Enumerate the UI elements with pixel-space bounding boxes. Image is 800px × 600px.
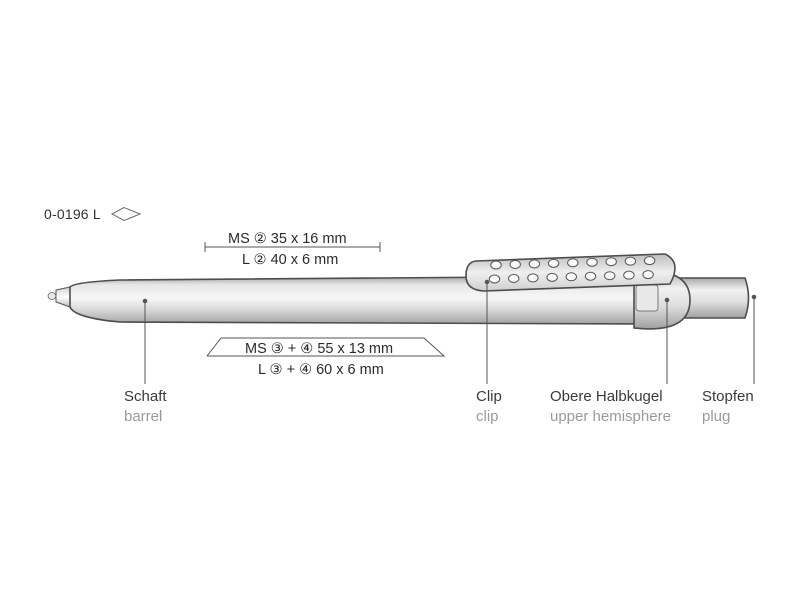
- leader-lines: [142, 279, 757, 384]
- part-label-barrel-en: barrel: [124, 408, 163, 425]
- clip-hole: [643, 256, 656, 266]
- clip-hole: [642, 270, 654, 280]
- clip-hole: [546, 272, 558, 282]
- clip-hole: [490, 260, 502, 270]
- part-label-hemisphere-en: upper hemisphere: [550, 408, 671, 425]
- clip-hole: [567, 258, 579, 268]
- part-label-plug-de: Stopfen: [702, 388, 754, 405]
- clip-dimension-bracket: [204, 242, 381, 252]
- clip-hole: [508, 273, 520, 283]
- clip-hole: [584, 271, 597, 281]
- clip-hole: [527, 273, 539, 283]
- clip-hole: [605, 257, 617, 267]
- clip-hole: [623, 270, 635, 280]
- clip-print-area-l: L ② 40 x 6 mm: [242, 252, 339, 268]
- model-diamond-icon: [110, 206, 142, 222]
- clip-print-area-ms: MS ② 35 x 16 mm: [228, 231, 347, 247]
- part-label-plug-en: plug: [702, 408, 731, 425]
- clip-hole: [565, 272, 577, 282]
- hemisphere-window: [635, 284, 659, 312]
- clip-hole: [528, 259, 541, 269]
- barrel-print-area-ms: MS ③ + ④ 55 x 13 mm: [245, 341, 394, 357]
- clip-hole: [604, 271, 616, 281]
- clip-hole: [586, 257, 598, 267]
- clip-hole: [488, 274, 501, 284]
- part-label-clip-de: Clip: [476, 388, 502, 405]
- part-label-barrel-de: Schaft: [124, 388, 167, 405]
- part-label-clip-en: clip: [476, 408, 499, 425]
- clip-hole: [624, 256, 637, 266]
- clip-hole: [547, 258, 560, 268]
- model-code: 0-0196 L: [44, 206, 101, 222]
- clip-hole: [509, 259, 521, 269]
- clip-hole-grid: [488, 256, 656, 284]
- barrel-dimension-bracket: [206, 337, 446, 357]
- pen-tip: [47, 286, 71, 308]
- part-label-hemisphere-de: Obere Halbkugel: [550, 388, 663, 405]
- barrel-print-area-l: L ③ + ④ 60 x 6 mm: [258, 362, 384, 378]
- pen-plug: [679, 277, 750, 319]
